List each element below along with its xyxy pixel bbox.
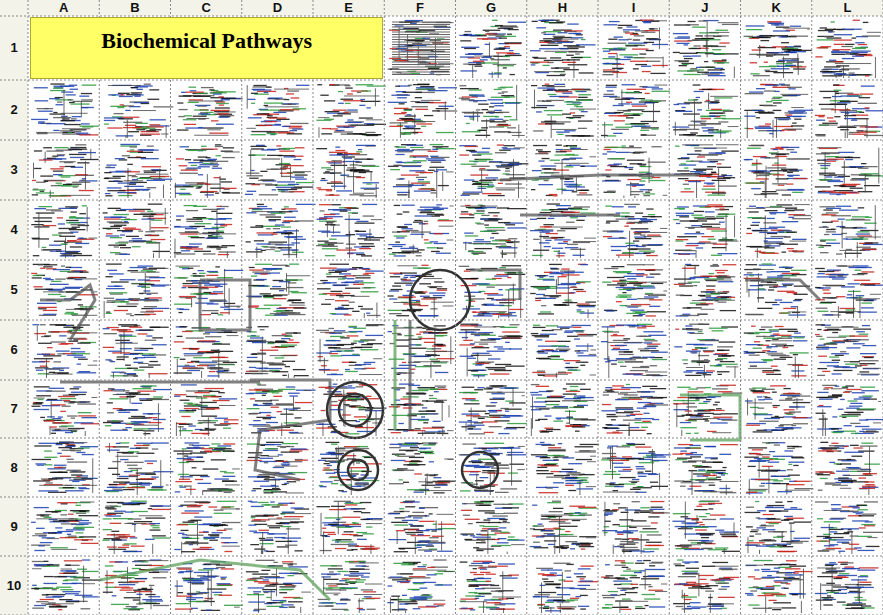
pathway-marks [31,20,883,613]
